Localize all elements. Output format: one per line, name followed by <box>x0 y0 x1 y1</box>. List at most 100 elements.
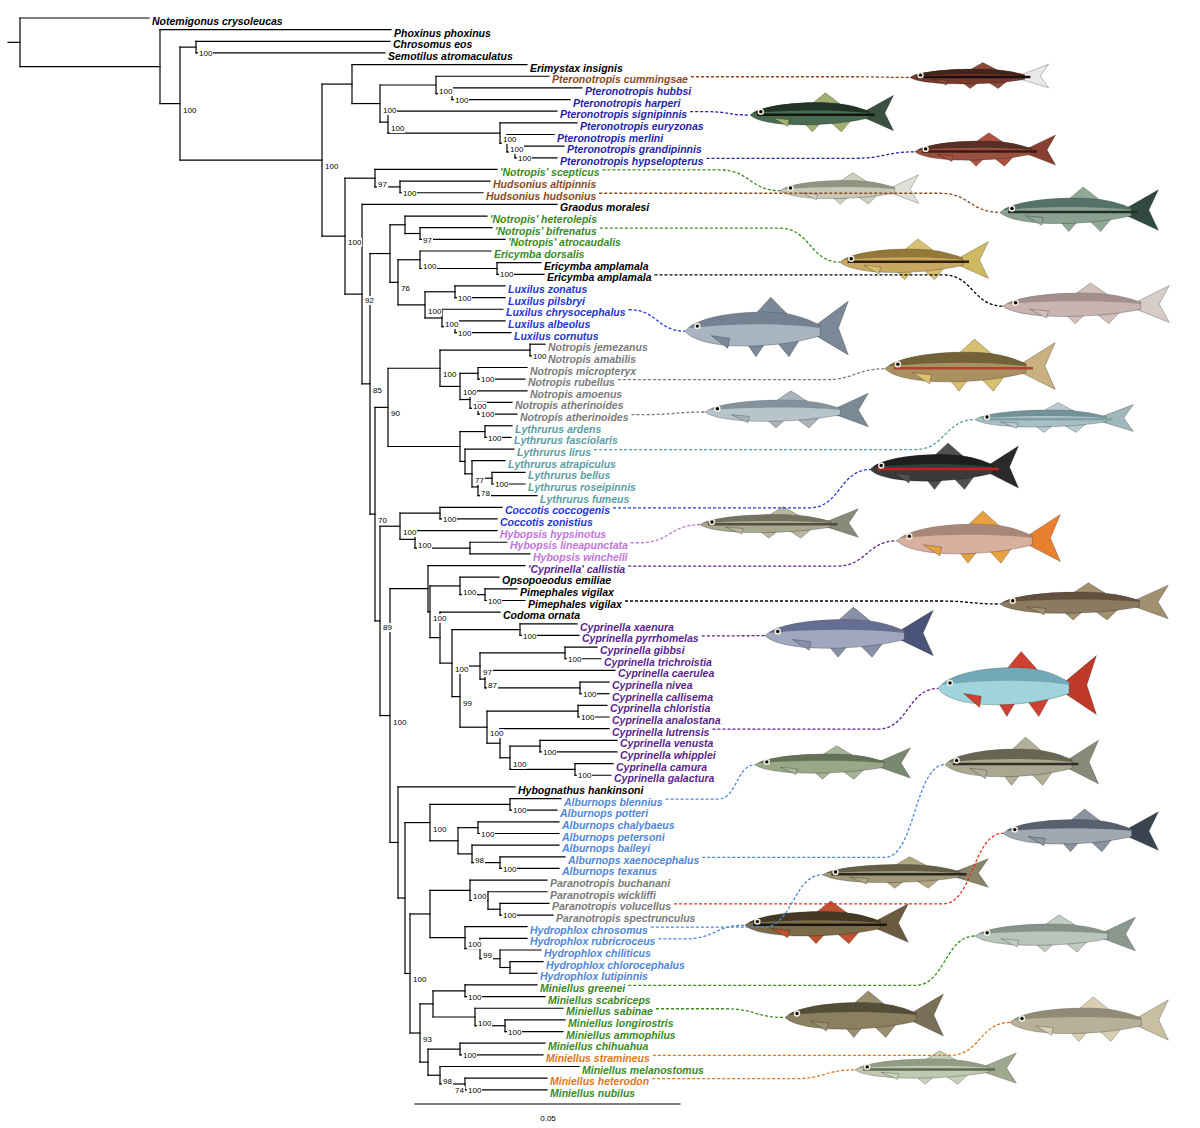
tree-branch <box>574 764 575 776</box>
tree-branch <box>428 1075 440 1076</box>
fish-fin <box>913 373 932 384</box>
tree-branch <box>179 47 180 160</box>
taxon-name-slot: Paranotropis volucellus <box>552 896 671 914</box>
fish-stripe <box>863 1068 995 1071</box>
taxon-name: Pteronotropis euryzonas <box>580 120 704 132</box>
tree-branch <box>452 87 582 88</box>
tree-branch <box>578 705 607 706</box>
taxon-name: Luxilus pilsbryi <box>508 295 585 307</box>
fish-eye <box>694 323 700 329</box>
fish-fin <box>802 193 817 200</box>
tree-branch <box>485 588 517 589</box>
taxon-name: 'Notropis' scepticus <box>500 166 600 178</box>
tree-branch <box>459 432 460 462</box>
tree-branch <box>433 990 465 991</box>
fish-pupil <box>955 759 958 762</box>
tree-branch <box>577 705 578 717</box>
tree-branch <box>380 122 388 123</box>
fish-eye <box>878 462 884 468</box>
bootstrap-value: 100 <box>509 145 524 154</box>
fish-illustration <box>1003 283 1169 324</box>
fish-body <box>780 181 895 199</box>
bootstrap-value-slot: 100 <box>532 345 547 363</box>
tree-branch <box>505 1019 565 1020</box>
tree-branch <box>380 715 390 716</box>
tree-branch <box>429 890 430 937</box>
fish-eye <box>714 406 720 412</box>
tree-branch <box>509 799 510 811</box>
fish-stripe <box>983 418 1113 421</box>
scale-label-slot: 0.05 <box>540 1107 556 1125</box>
taxon-name: Lythrurus bellus <box>528 469 610 481</box>
bootstrap-value-slot: 99 <box>462 692 473 710</box>
leader-line <box>625 601 1000 604</box>
tree-branch <box>439 350 440 386</box>
tree-branch <box>440 663 452 664</box>
tree-branch <box>352 64 527 65</box>
bootstrap-value-slot: 100 <box>494 473 509 491</box>
fish-eye <box>1019 1015 1025 1021</box>
bootstrap-value-slot: 100 <box>467 933 482 951</box>
fish-fin <box>938 154 954 161</box>
tree-branch <box>491 472 492 484</box>
tree-branch <box>500 728 609 729</box>
bootstrap-value-slot: 100 <box>512 753 527 771</box>
fish-fin <box>894 473 911 483</box>
taxon-name: Pteronotropis grandipinnis <box>567 143 702 155</box>
fish-fin <box>811 1021 829 1031</box>
bootstrap-value: 100 <box>517 154 532 163</box>
taxon-name: Pimephales vigilax <box>520 586 614 598</box>
bootstrap-value: 100 <box>480 375 495 384</box>
tree-branch <box>390 224 405 225</box>
leader-line <box>629 310 685 331</box>
taxon-name: Miniellus sabinae <box>566 1005 653 1017</box>
leader-line <box>631 525 700 543</box>
fish-back <box>978 924 1108 934</box>
bootstrap-value-slot: 85 <box>372 379 383 397</box>
bootstrap-value: 100 <box>512 760 527 769</box>
tree-branch <box>388 368 440 369</box>
tree-branch <box>400 513 440 514</box>
fish-eye <box>895 361 901 367</box>
bootstrap-value-slot: 100 <box>324 155 339 173</box>
tree-branch <box>322 236 345 237</box>
bootstrap-value: 97 <box>377 180 388 189</box>
taxon-name-slot: Alburnops texanus <box>562 861 657 879</box>
fish-eye <box>922 146 928 152</box>
bootstrap-value-slot: 100 <box>467 1079 482 1097</box>
fish-illustration <box>1003 809 1158 852</box>
leader-line <box>603 170 780 191</box>
tree-branch <box>500 903 549 904</box>
fish-illustration <box>840 239 989 280</box>
fish-illustration <box>750 93 894 132</box>
fish-pupil <box>985 415 988 418</box>
tree-branch <box>509 746 510 769</box>
tree-branch <box>430 890 470 891</box>
fish-back <box>708 400 840 410</box>
fish-fin <box>711 336 729 349</box>
tree-branch <box>460 431 485 432</box>
fish-pupil <box>850 257 853 260</box>
tree-branch <box>435 76 436 93</box>
fish-illustration <box>745 901 908 944</box>
taxon-name: Codoma ornata <box>503 609 580 621</box>
taxon-name: Miniellus chihuahua <box>548 1040 648 1052</box>
bootstrap-value: 100 <box>402 528 417 537</box>
tree-branch <box>469 542 470 554</box>
tree-branch <box>430 937 465 938</box>
bootstrap-value-slot: 99 <box>482 944 493 962</box>
bootstrap-value: 100 <box>438 87 453 96</box>
fish-back <box>913 69 1025 76</box>
taxon-name: Notropis amabilis <box>548 353 636 365</box>
bootstrap-value: 76 <box>400 284 411 293</box>
fish-stripe <box>917 76 1030 79</box>
taxon-name-slot: 'Notropis' scepticus <box>500 162 600 180</box>
fish-illustration <box>910 63 1049 89</box>
fish-pupil <box>795 1012 798 1015</box>
tree-branch <box>362 383 370 384</box>
tree-branch <box>20 17 149 18</box>
tree-branch <box>487 743 500 744</box>
tree-branch <box>440 507 502 508</box>
taxon-name: Miniellus heterodon <box>550 1075 649 1087</box>
fish-eye <box>1010 598 1016 604</box>
